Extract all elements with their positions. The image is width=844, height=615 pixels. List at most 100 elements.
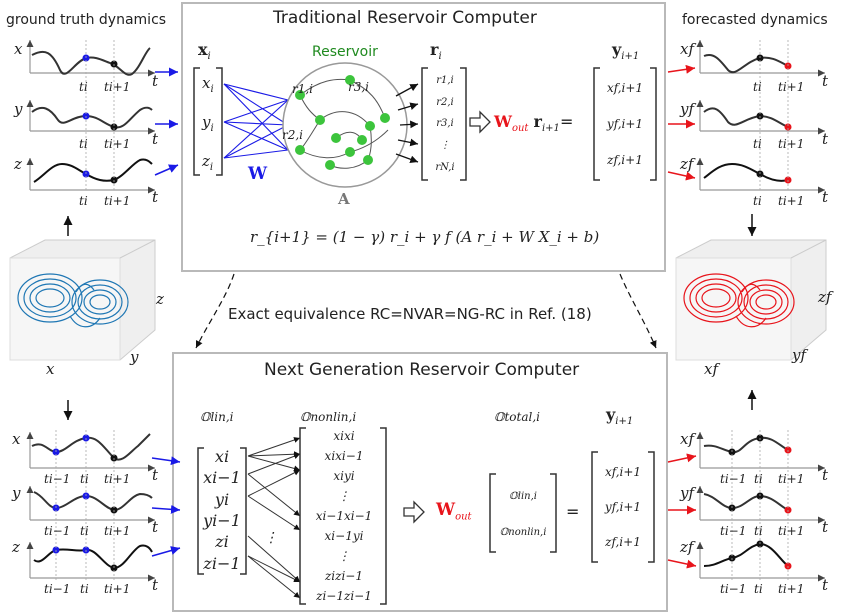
ngrc-out-y: yf,i+1: [604, 499, 642, 514]
trc-out-y: yf,i+1: [606, 117, 644, 131]
fc-lag-tick-a3: ti−1: [720, 582, 747, 596]
state-r2: r2,i: [436, 96, 454, 108]
fc-lag-tick-c3: ti+1: [778, 582, 805, 596]
state-r3: r3,i: [436, 118, 454, 130]
gt-lag-tick-c2: ti+1: [104, 524, 131, 538]
gt-lag-axis-z: z: [12, 538, 20, 556]
trc-output-header: yi+1: [612, 40, 640, 63]
fc-tick-ti-2: ti: [753, 137, 762, 151]
nonlin-item: ⋮: [338, 489, 350, 503]
gt-tick-ti1-1: ti+1: [104, 80, 131, 94]
ngrc-nonlin-header: 𝕆nonlin,i: [300, 410, 357, 424]
ngrc-total-header: 𝕆total,i: [494, 410, 540, 424]
nonlin-item: zizi−1: [324, 569, 363, 583]
gt-axis-z: z: [14, 155, 22, 173]
gt-t-2: t: [152, 130, 159, 148]
total-nonlin: 𝕆nonlin,i: [499, 526, 547, 538]
gt-attr-z: z: [156, 290, 164, 308]
fc-lag-tick-b3: ti: [754, 582, 763, 596]
gt-lag-t-1: t: [152, 466, 159, 484]
forecasted-label: forecasted dynamics: [682, 12, 828, 28]
gt-lag-tick-c3: ti+1: [104, 582, 131, 596]
fc-axis-y: yf: [680, 100, 695, 118]
ngrc-nonlin-vector: xixi xixi−1 xiyi ⋮ xi−1xi−1 xi−1yi ⋮ ziz…: [304, 426, 384, 606]
ngrc-lin-vector: xi xi−1 yi yi−1 zi zi−1: [200, 446, 244, 574]
fc-lag-tick-a2: ti−1: [720, 524, 747, 538]
gt-attr-y: y: [130, 348, 139, 366]
gt-axis-y: y: [14, 100, 23, 118]
a-matrix-label: A: [338, 190, 350, 208]
gt-lag-tick-b3: ti: [80, 582, 89, 596]
gt-tick-ti-1: ti: [79, 80, 88, 94]
fc-attr-x: xf: [704, 360, 719, 378]
nonlin-item: xixi−1: [324, 449, 364, 463]
fc-attractor: [675, 239, 827, 361]
node-label-r2: r2,i: [282, 128, 304, 142]
gt-t-3: t: [152, 188, 159, 206]
fc-lag-axis-y: yf: [680, 484, 695, 502]
fc-lag-plot-z: [696, 540, 825, 582]
ngrc-out-z: zf,i+1: [605, 535, 641, 550]
state-r1: r1,i: [436, 75, 454, 87]
gt-t-1: t: [152, 72, 159, 90]
nonlin-item: xi−1xi−1: [315, 509, 373, 523]
ngrc-equals: =: [566, 502, 580, 521]
fc-lag-axis-x: xf: [680, 430, 695, 448]
trc-input-x: xi: [202, 74, 214, 95]
trc-state-header: ri: [430, 40, 442, 63]
nonlin-item: xiyi: [333, 469, 355, 483]
ngrc-mid-dots: ⋮: [264, 530, 278, 546]
fc-lag-tick-c1: ti+1: [778, 472, 805, 486]
fc-plot-x: [696, 40, 825, 77]
gt-lag-axis-y: y: [12, 484, 21, 502]
trc-input-z: zi: [202, 152, 214, 173]
gt-tick-ti1-2: ti+1: [104, 137, 131, 151]
fc-lag-plot-y: [696, 486, 825, 524]
node-label-r3: r3,i: [348, 80, 370, 94]
fc-plot-y: [696, 100, 825, 135]
ngrc-out-x: xf,i+1: [604, 464, 642, 479]
gt-attr-x: x: [46, 360, 55, 378]
fc-plot-z: [696, 158, 825, 194]
state-rN: rN,i: [435, 161, 455, 173]
gt-attractor: [9, 239, 156, 361]
gt-lag-tick-b2: ti: [80, 524, 89, 538]
trc-input-header: xi: [198, 40, 211, 63]
trc-output-vector: xf,i+1 yf,i+1 zf,i+1: [598, 70, 652, 178]
gt-plot-y: [26, 100, 155, 135]
gt-lag-plot-z: [26, 542, 155, 582]
trc-equation: r_{i+1} = (1 − γ) r_i + γ f (A r_i + W X…: [250, 228, 600, 246]
ground-truth-label: ground truth dynamics: [6, 12, 167, 28]
traditional-rc-box: Traditional Reservoir Computer: [181, 2, 666, 272]
ngrc-output-header: yi+1: [606, 405, 634, 428]
gt-tick-ti-2: ti: [79, 137, 88, 151]
trc-readout: Wout ri+1=: [494, 112, 574, 135]
trc-state-vector: r1,i r2,i r3,i ⋮ rN,i: [424, 70, 466, 178]
trc-out-z: zf,i+1: [607, 153, 643, 167]
node-label-r1: r1,i: [292, 82, 314, 96]
state-dots: ⋮: [440, 140, 450, 152]
ngrc-total-vector: 𝕆lin,i 𝕆nonlin,i: [492, 478, 554, 550]
fc-lag-axis-z: zf: [680, 538, 694, 556]
reservoir-label: Reservoir: [312, 44, 378, 60]
gt-lag-tick-a1: ti−1: [44, 472, 71, 486]
fc-lag-t-2: t: [822, 518, 829, 536]
gt-lag-tick-b1: ti: [80, 472, 89, 486]
ngrc-box: Next Generation Reservoir Computer: [172, 352, 668, 612]
ngrc-wout: Wout: [436, 500, 472, 523]
gt-lag-t-2: t: [152, 518, 159, 536]
lin-item: xi−1: [203, 468, 241, 488]
fc-lag-tick-b1: ti: [754, 472, 763, 486]
fc-tick-ti1-1: ti+1: [778, 80, 805, 94]
ngrc-lin-header: 𝕆lin,i: [200, 410, 234, 424]
nonlin-item: ⋮: [338, 549, 350, 563]
fc-axis-x: xf: [680, 40, 695, 58]
gt-plot-z: [26, 158, 155, 194]
trc-out-x: xf,i+1: [606, 81, 644, 95]
fc-tick-ti1-3: ti+1: [778, 194, 805, 208]
fc-t-2: t: [822, 130, 829, 148]
trc-input-y: yi: [202, 113, 214, 134]
gt-lag-t-3: t: [152, 576, 159, 594]
fc-attr-y: yf: [792, 346, 807, 364]
gt-lag-axis-x: x: [12, 430, 21, 448]
